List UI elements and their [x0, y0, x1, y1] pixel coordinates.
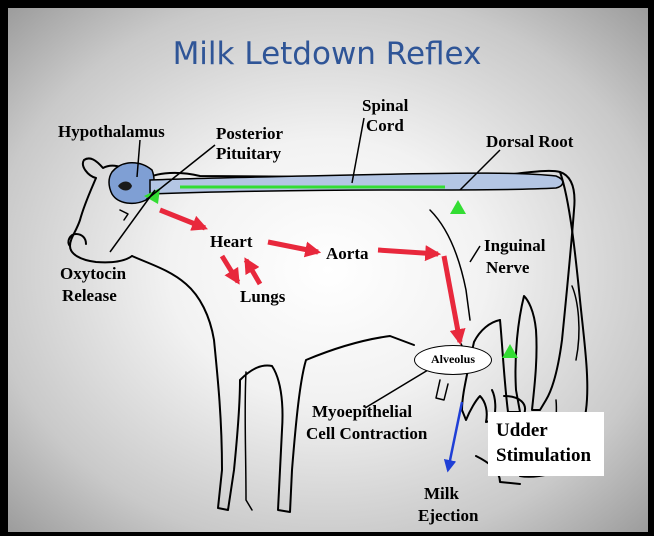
diagram-title: Milk Letdown Reflex: [0, 36, 654, 72]
label-oxytocin: Oxytocin: [60, 264, 126, 283]
label-udder: Udder: [496, 418, 548, 443]
label-spinal: Spinal: [362, 96, 408, 115]
arrow-down-alveolus: [444, 256, 460, 342]
alveolus-ellipse: Alveolus: [414, 345, 492, 375]
label-dorsal-root: Dorsal Root: [486, 132, 573, 151]
red-arrows: [160, 210, 460, 342]
green-arrowhead-dorsal-root: [450, 200, 466, 214]
label-myoepithelial: Myoepithelial: [312, 402, 412, 421]
udder-stimulation-box: Udder Stimulation: [488, 412, 604, 476]
label-cord: Cord: [366, 116, 404, 135]
label-lungs: Lungs: [240, 287, 285, 306]
label-milk: Milk: [424, 484, 459, 503]
arrow-heart-lungs: [222, 256, 238, 282]
label-cell-contraction: Cell Contraction: [306, 424, 427, 443]
label-posterior: Posterior: [216, 124, 283, 143]
arrow-lungs-heart: [246, 260, 260, 284]
label-release: Release: [62, 286, 117, 305]
label-nerve: Nerve: [486, 258, 529, 277]
label-heart: Heart: [210, 232, 252, 251]
label-aorta: Aorta: [326, 244, 368, 263]
label-inguinal: Inguinal: [484, 236, 545, 255]
label-hypothalamus: Hypothalamus: [58, 122, 165, 141]
arrow-pituitary-heart: [160, 210, 205, 228]
label-stimulation: Stimulation: [496, 443, 591, 468]
label-ejection: Ejection: [418, 506, 478, 525]
label-pituitary: Pituitary: [216, 144, 281, 163]
milk-ejection-arrow: [448, 402, 462, 470]
arrow-heart-aorta: [268, 242, 318, 252]
arrow-aorta-udder: [378, 250, 438, 254]
